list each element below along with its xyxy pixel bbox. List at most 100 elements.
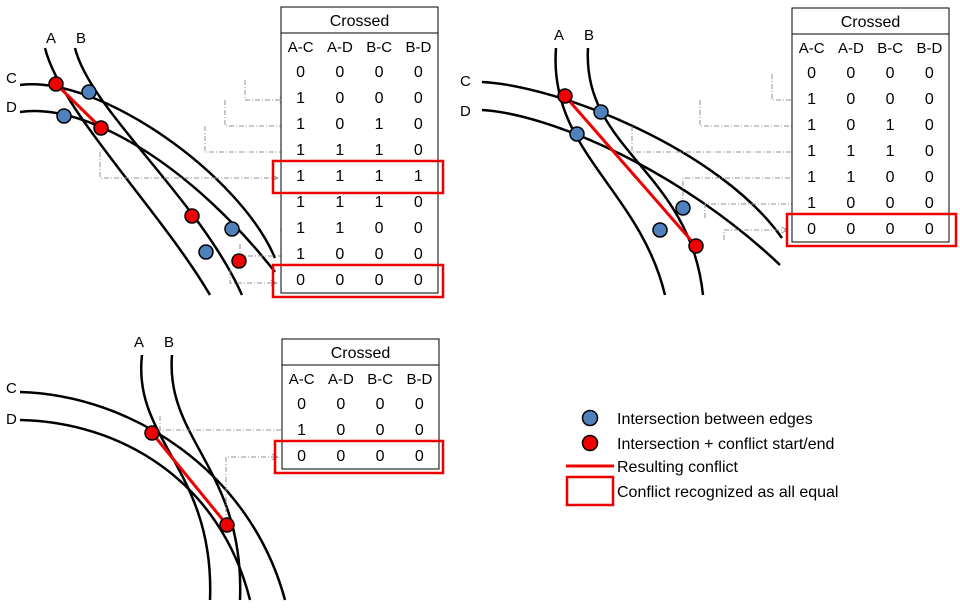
table-cell: 1: [335, 168, 344, 185]
edge-label-b: B: [584, 27, 594, 44]
arrow-8: [229, 270, 277, 283]
arrow-7: [723, 230, 788, 240]
table-cell: 1: [807, 169, 816, 186]
table-cell: 0: [886, 65, 895, 82]
table-header-a-d: A-D: [328, 371, 354, 388]
edge-label-a: A: [134, 334, 144, 351]
edge-B: [73, 47, 244, 296]
table-cell: 1: [297, 422, 306, 439]
table-cell: 1: [335, 142, 344, 159]
table-header-b-c: B-C: [877, 40, 903, 57]
panel-1-edge-labels: A B C D: [6, 30, 86, 116]
intersection-point: [652, 222, 668, 238]
table-cell: 0: [336, 422, 345, 439]
table-cell: 1: [296, 246, 305, 263]
edge-label-a: A: [46, 30, 56, 47]
table-cell: 0: [846, 195, 855, 212]
edge-B: [170, 354, 242, 601]
panel-2-points: [557, 88, 704, 254]
table-cell: 1: [375, 168, 384, 185]
table-border: [791, 7, 950, 243]
table-header-a-d: A-D: [327, 39, 353, 56]
arrow-1: [159, 416, 288, 430]
table-cell: 0: [925, 143, 934, 160]
edge-B: [586, 47, 705, 296]
table-cell: 0: [414, 116, 423, 133]
conflict-point: [231, 253, 247, 269]
intersection-point: [224, 221, 240, 237]
conflict-point: [219, 517, 235, 533]
table-header-b-d: B-D: [916, 40, 942, 57]
table-cell: 0: [375, 246, 384, 263]
legend-label-intersection: Intersection between edges: [617, 411, 813, 428]
intersection-point: [569, 126, 585, 142]
table-cell: 0: [925, 117, 934, 134]
edge-label-c: C: [6, 380, 17, 397]
edge-C: [19, 390, 287, 601]
table-cell: 1: [807, 143, 816, 160]
table-cell: 0: [376, 448, 385, 465]
table-cell: 0: [414, 246, 423, 263]
table-cell: 0: [336, 396, 345, 413]
arrow-2: [225, 457, 278, 522]
edge-label-d: D: [460, 103, 471, 120]
table-cell: 1: [296, 168, 305, 185]
table-cell: 1: [296, 116, 305, 133]
table-cell: 0: [925, 65, 934, 82]
panel-3-edge-labels: A B C D: [6, 334, 174, 428]
arrow-4: [99, 152, 278, 178]
table-cell: 0: [414, 90, 423, 107]
edge-label-d: D: [6, 99, 17, 116]
conflict-point: [557, 88, 573, 104]
edge-label-d: D: [6, 411, 17, 428]
intersection-point: [56, 108, 72, 124]
table-cell: 0: [925, 169, 934, 186]
table-header-b-c: B-C: [367, 371, 393, 388]
table-cell: 0: [415, 422, 424, 439]
table-cell: 0: [414, 194, 423, 211]
highlight-row-box: [271, 159, 445, 195]
table-cell: 1: [296, 142, 305, 159]
conflict-point: [93, 120, 109, 136]
conflict-point: [48, 76, 64, 92]
table-title: Crossed: [841, 14, 901, 31]
intersection-point: [81, 84, 97, 100]
table-cell: 0: [336, 448, 345, 465]
panel-3-arrows: [159, 416, 288, 522]
table-cell: 0: [296, 272, 305, 289]
table-cell: 0: [296, 64, 305, 81]
edge-label-b: B: [164, 334, 174, 351]
legend-label-resulting-conflict: Resulting conflict: [617, 459, 739, 476]
table-header-a-c: A-C: [289, 371, 315, 388]
table-cell: 1: [375, 116, 384, 133]
table-cell: 0: [415, 448, 424, 465]
table-header-a-c: A-C: [799, 40, 825, 57]
edge-label-a: A: [554, 27, 564, 44]
legend: Intersection between edges Intersection …: [565, 409, 838, 507]
table-cell: 0: [335, 272, 344, 289]
arrow-5: [682, 178, 808, 206]
table-cell: 0: [415, 396, 424, 413]
legend-label-conflict-box: Conflict recognized as all equal: [617, 484, 838, 501]
edge-D: [481, 108, 781, 266]
table-header-a-d: A-D: [838, 40, 864, 57]
table-cell: 0: [807, 65, 816, 82]
table-cell: 0: [925, 91, 934, 108]
table-cell: 0: [376, 396, 385, 413]
highlight-row-box: [273, 439, 445, 475]
panel-3-edges: [19, 354, 287, 601]
table-cell: 1: [846, 143, 855, 160]
table-cell: 1: [296, 220, 305, 237]
conflict-line: [563, 95, 698, 247]
conflict-point: [688, 238, 704, 254]
conflict-point: [144, 425, 160, 441]
edge-label-b: B: [76, 30, 86, 47]
edge-D: [19, 418, 252, 601]
table-cell: 0: [335, 90, 344, 107]
table-cell: 1: [335, 194, 344, 211]
table-cell: 0: [335, 64, 344, 81]
